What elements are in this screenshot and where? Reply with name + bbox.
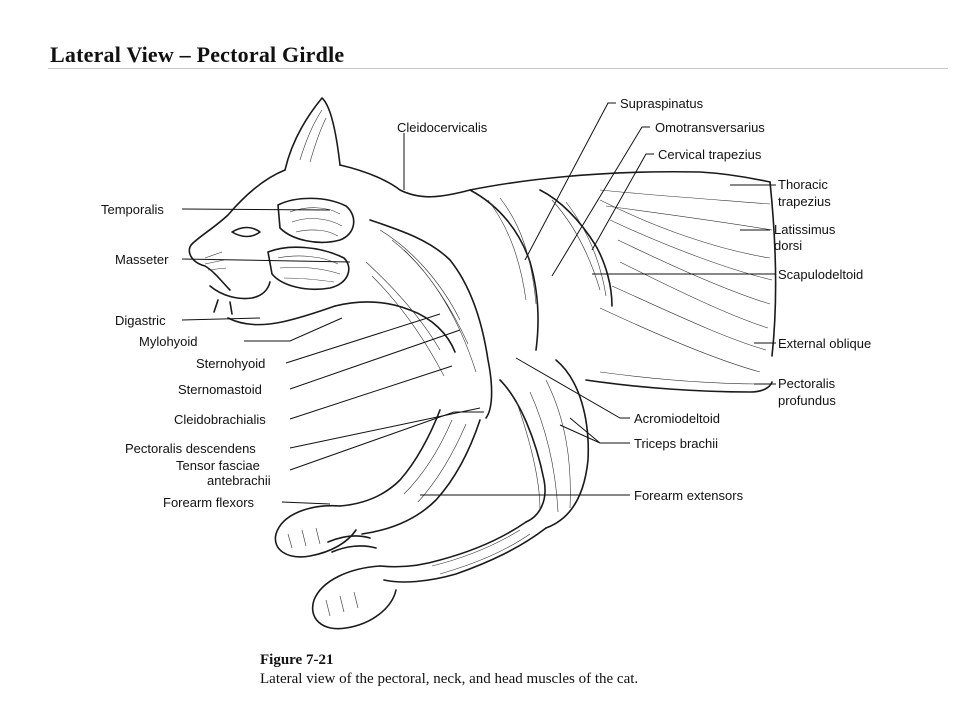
- leader-masseter: [181, 258, 351, 263]
- leader-acromiodeltoid: [515, 357, 630, 419]
- leader-supraspinatus: [524, 102, 616, 261]
- label-masseter: Masseter: [115, 252, 169, 267]
- title-divider: [48, 68, 948, 69]
- leader-temporalis: [181, 208, 331, 211]
- label-latissimus-line1: Latissimus: [774, 222, 836, 237]
- leader-omotransversarius: [551, 126, 650, 277]
- leader-forearm-flexors: [281, 501, 331, 505]
- figure-caption: Lateral view of the pectoral, neck, and …: [260, 671, 639, 687]
- leader-lines: [181, 102, 776, 505]
- label-supraspinatus: Supraspinatus: [620, 96, 704, 111]
- label-pectoralis-descendens: Pectoralis descendens: [125, 441, 256, 456]
- label-temporalis: Temporalis: [101, 202, 164, 217]
- page-title: Lateral View – Pectoral Girdle: [50, 42, 345, 67]
- label-tensor-fasciae-line1: Tensor fasciae: [176, 458, 260, 473]
- label-cleidocervicalis: Cleidocervicalis: [397, 120, 488, 135]
- label-pectoralis-profundus-line1: Pectoralis: [778, 376, 836, 391]
- label-omotransversarius: Omotransversarius: [655, 120, 765, 135]
- label-external-oblique: External oblique: [778, 336, 871, 351]
- leader-digastric: [181, 317, 261, 321]
- label-tensor-fasciae-line2: antebrachii: [207, 473, 271, 488]
- leader-sternohyoid: [285, 313, 441, 364]
- label-digastric: Digastric: [115, 313, 166, 328]
- leader-mylohyoid: [244, 317, 343, 342]
- label-forearm-extensors: Forearm extensors: [634, 488, 744, 503]
- label-cervical-trapezius: Cervical trapezius: [658, 147, 762, 162]
- leader-sternomastoid: [289, 329, 461, 390]
- leader-cervical-trapezius: [591, 153, 654, 251]
- label-thoracic-trapezius-line1: Thoracic: [778, 177, 828, 192]
- leader-pectoralis-descendens: [289, 407, 481, 449]
- leader-cleidobrachialis: [289, 365, 453, 420]
- label-pectoralis-profundus-line2: profundus: [778, 393, 836, 408]
- label-latissimus-line2: dorsi: [774, 238, 802, 253]
- label-sternomastoid: Sternomastoid: [178, 382, 262, 397]
- label-sternohyoid: Sternohyoid: [196, 356, 265, 371]
- label-acromiodeltoid: Acromiodeltoid: [634, 411, 720, 426]
- label-triceps-brachii: Triceps brachii: [634, 436, 718, 451]
- leader-triceps-brachii: [559, 417, 630, 444]
- label-thoracic-trapezius-line2: trapezius: [778, 194, 831, 209]
- label-mylohyoid: Mylohyoid: [139, 334, 198, 349]
- figure-number: Figure 7-21: [260, 652, 334, 668]
- cat-illustration: [188, 97, 777, 630]
- label-scapulodeltoid: Scapulodeltoid: [778, 267, 863, 282]
- label-cleidobrachialis: Cleidobrachialis: [174, 412, 266, 427]
- label-forearm-flexors: Forearm flexors: [163, 495, 255, 510]
- leader-tensor-fasciae: [289, 411, 484, 471]
